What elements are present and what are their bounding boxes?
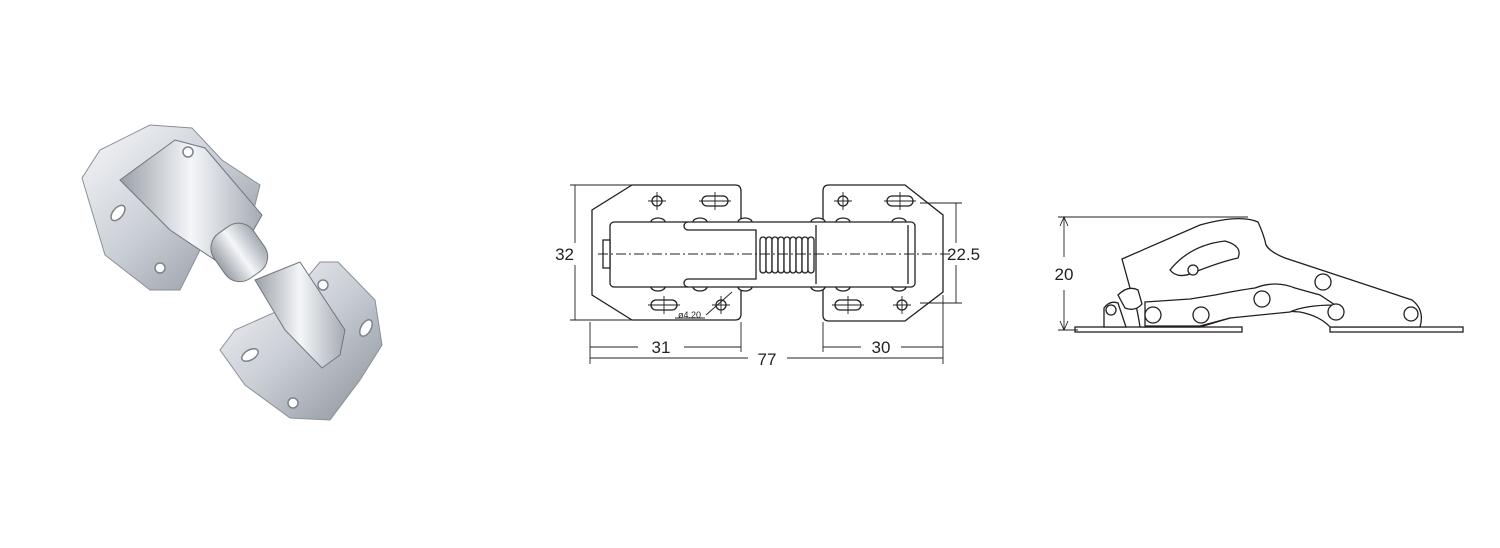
screw-slot [241, 348, 259, 362]
hinge-arm-bottom [254, 261, 346, 369]
dim-overall-77: 77 [758, 350, 777, 369]
spring [759, 236, 815, 274]
spring-coil [777, 236, 785, 274]
spring-coil [789, 236, 797, 274]
screw-slot [359, 319, 373, 337]
dim-side-height-20: 20 [1055, 265, 1074, 284]
screw-slot [110, 204, 126, 222]
spring-coil [765, 236, 773, 274]
screw-hole [182, 146, 194, 158]
top-view-drawing: 32 22.5 31 30 77 ø4.20 [555, 184, 980, 369]
right-plate-outline [822, 184, 944, 322]
spring-coil [783, 236, 791, 274]
spring-coil [759, 236, 767, 274]
dim-hole-diameter: ø4.20 [678, 310, 701, 320]
dimension-20-lines [1058, 215, 1248, 332]
stopper [1117, 287, 1143, 310]
dim-right-plate-30: 30 [872, 338, 891, 357]
dim-left-plate-31: 31 [652, 338, 671, 357]
slot [1169, 240, 1240, 277]
hinge-photo [81, 124, 383, 421]
side-view-drawing: 20 [1055, 215, 1464, 333]
pivot-pins [1105, 264, 1419, 324]
dim-hole-spacing-22-5: 22.5 [947, 245, 980, 264]
screw-hole [317, 279, 329, 291]
base-plate-right [1329, 326, 1464, 333]
spring-barrel [210, 222, 269, 283]
spring-coil [771, 236, 779, 274]
left-plate-outline [591, 184, 742, 321]
mounting-holes [648, 192, 916, 314]
spring-coil [807, 236, 815, 274]
spring-coil [795, 236, 803, 274]
dimension-lines [570, 184, 962, 364]
spring-coil [801, 236, 809, 274]
dim-height-32: 32 [555, 245, 574, 264]
screw-hole [154, 262, 166, 274]
screw-hole [287, 397, 299, 409]
base-plate-left [1074, 326, 1243, 333]
